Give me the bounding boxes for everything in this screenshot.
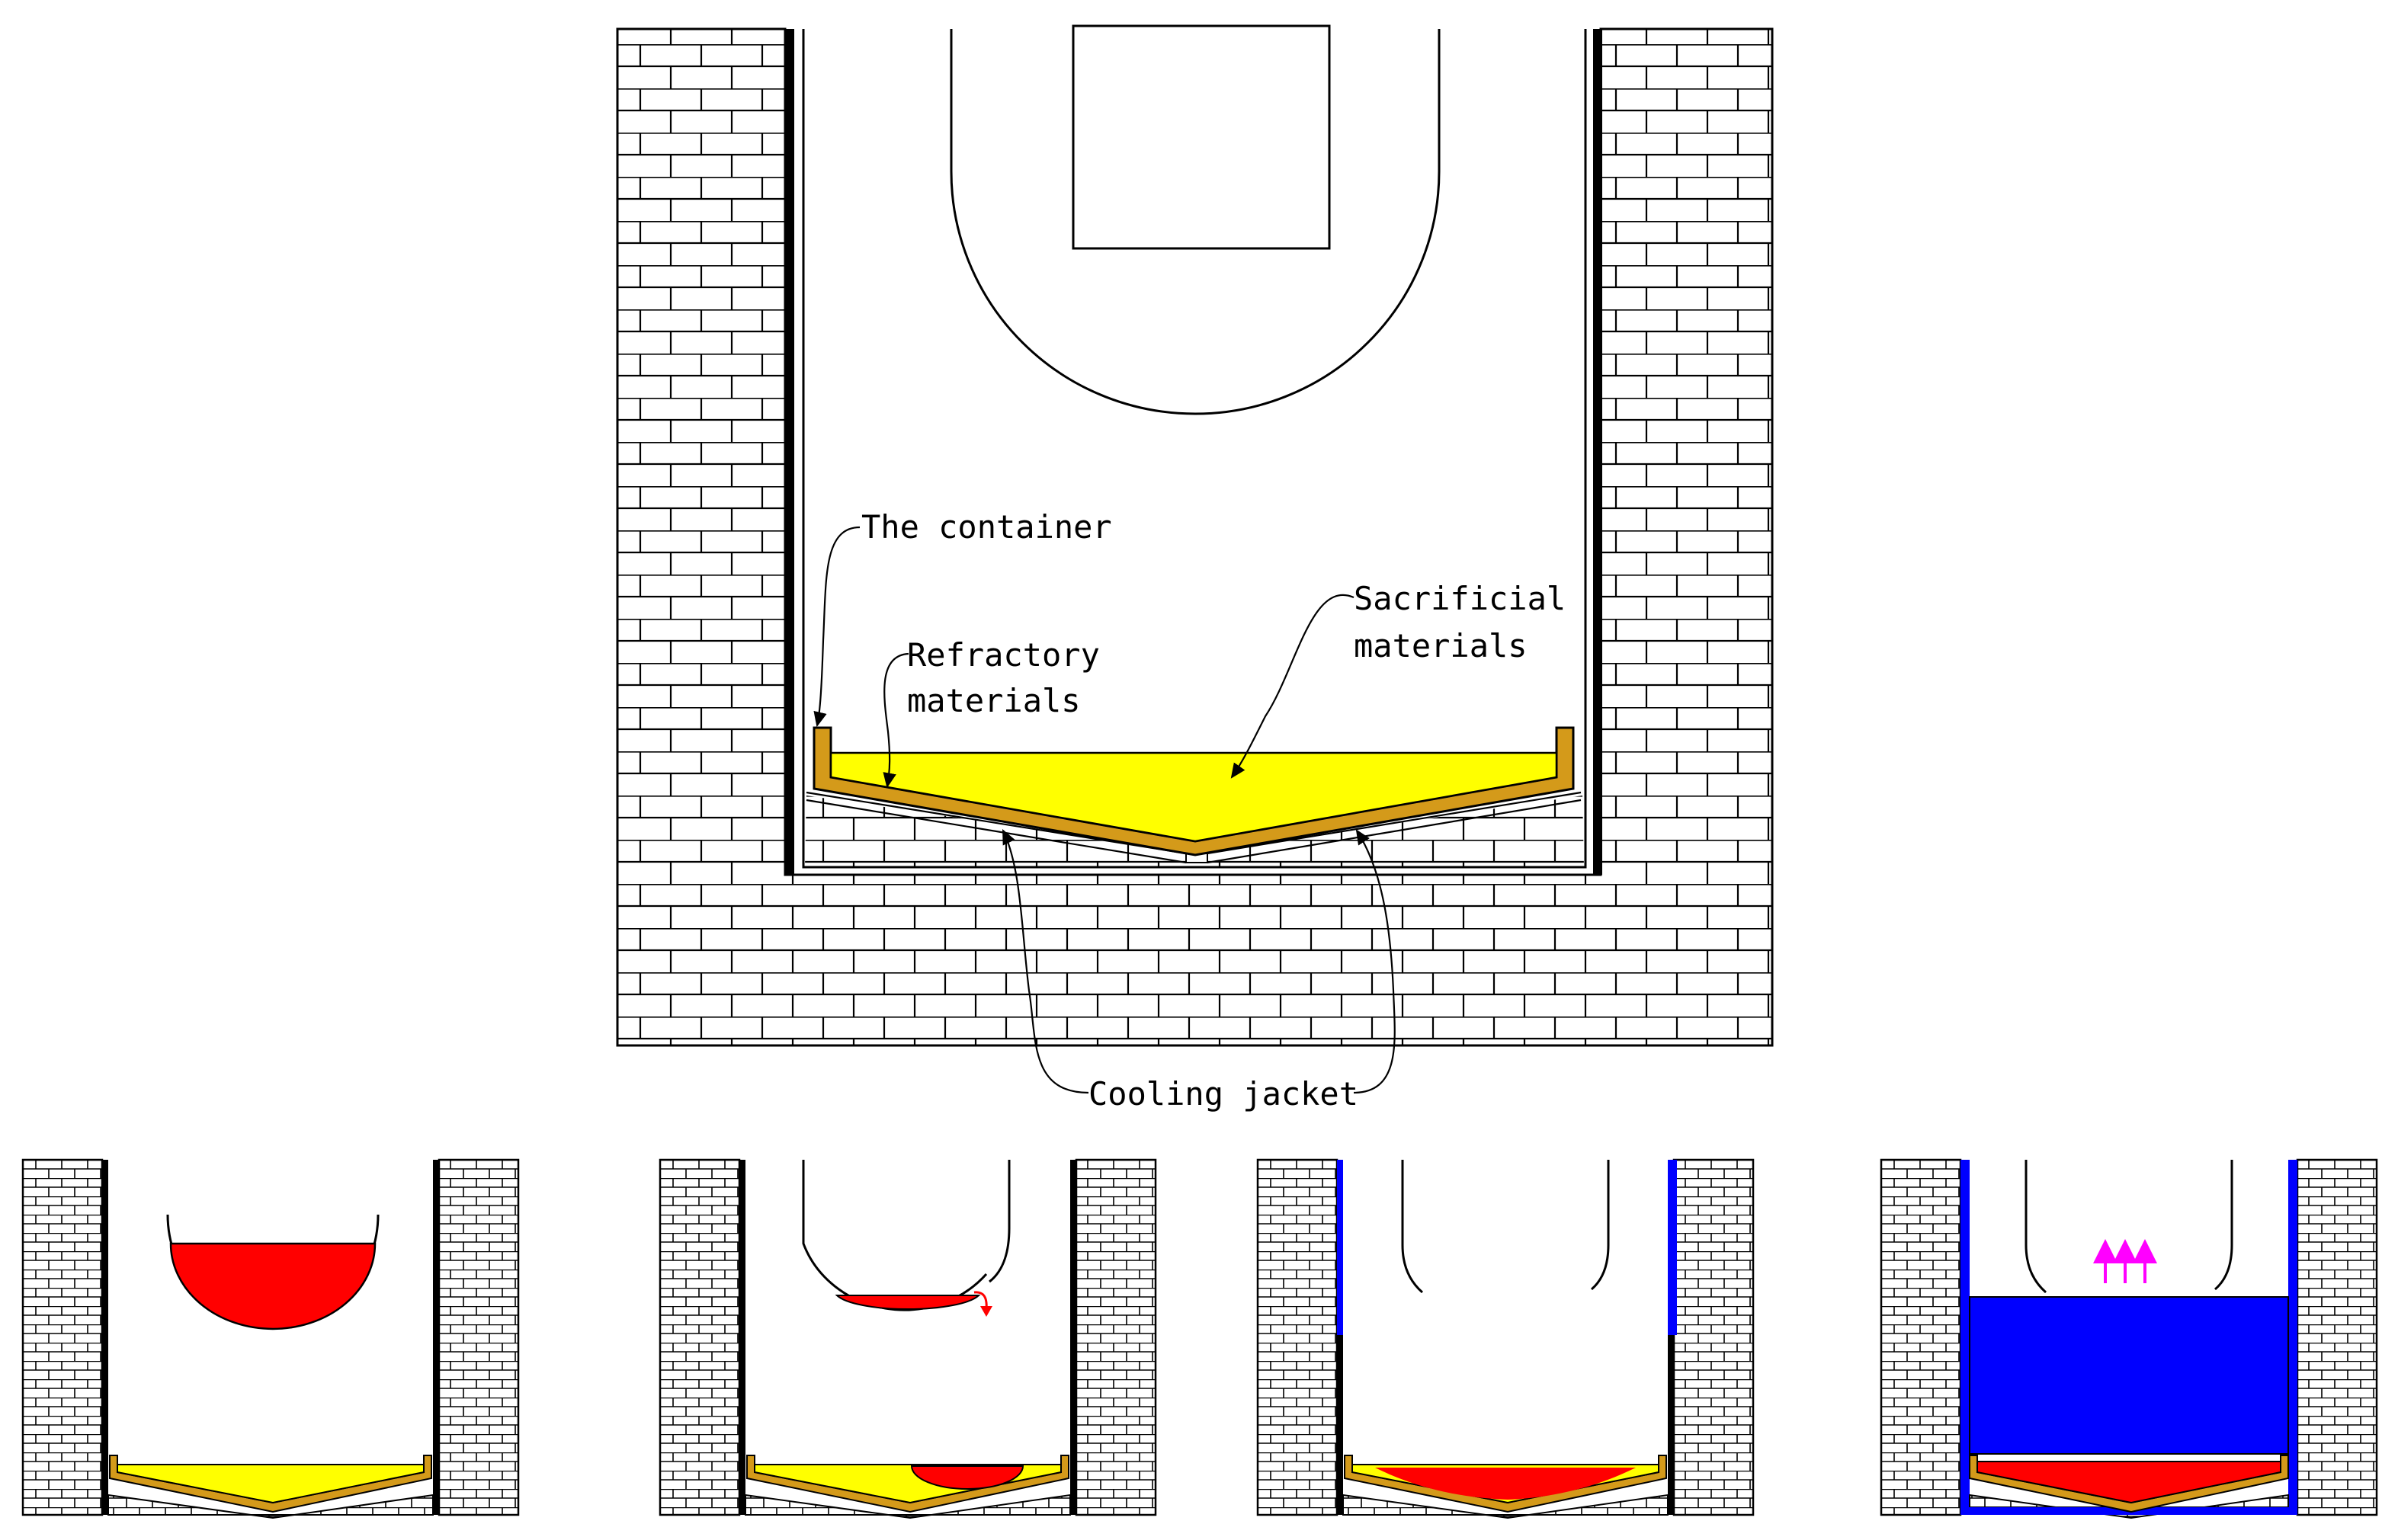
- label-sacrificial-line2: materials: [1354, 627, 1528, 664]
- liner-right: [1593, 29, 1602, 875]
- stage3-vessel-left: [1401, 1160, 1423, 1294]
- stage4-wall-right: [2296, 1158, 2378, 1516]
- stage-2-diagram: [659, 1158, 1157, 1519]
- sacrificial-materials: [829, 751, 1558, 843]
- stage1-wall-right: [438, 1158, 520, 1516]
- stage4-wall-left: [1880, 1158, 1962, 1516]
- leader-sacrificial: [1230, 594, 1355, 779]
- leader-cooling-right: [1353, 829, 1396, 1094]
- stage-1-diagram: [21, 1158, 520, 1519]
- leader-cooling-left: [1002, 829, 1089, 1094]
- stage-4-diagram: [1880, 1158, 2378, 1519]
- stage4-vessel-left: [2025, 1160, 2047, 1294]
- label-refractory-line1: Refractory: [907, 636, 1100, 674]
- label-sacrificial-line1: Sacrificial: [1354, 580, 1566, 617]
- label-cooling-jacket: Cooling jacket: [1088, 1075, 1358, 1113]
- stage3-melt: [1375, 1468, 1636, 1500]
- stage2-wall-left: [659, 1158, 741, 1516]
- stage1-wall-left: [21, 1158, 104, 1516]
- stage3-water-left: [1337, 1160, 1343, 1335]
- label-refractory-line2: materials: [907, 682, 1081, 719]
- reactor-vessel: [950, 29, 1441, 415]
- label-the-container: The container: [861, 508, 1112, 546]
- stage2-melt-pool: [910, 1465, 1024, 1490]
- main-diagram: The container Refractory materials Sacri…: [616, 24, 1774, 1113]
- stage4-water-channel-right: [2288, 1160, 2297, 1515]
- stage3-water-right: [1668, 1160, 1677, 1335]
- leader-refractory: [883, 652, 909, 789]
- stage4-water-channel-left: [1960, 1160, 1970, 1515]
- reactor-core: [1072, 24, 1331, 250]
- stage2-melt: [835, 1295, 981, 1311]
- leader-container: [813, 526, 861, 728]
- stage4-vessel-right: [2214, 1160, 2233, 1291]
- stage2-wall-right: [1075, 1158, 1157, 1516]
- stage4-melt: [1976, 1461, 2281, 1504]
- cavity-interior: [802, 29, 1585, 867]
- stage4-steam-arrows: [2093, 1239, 2157, 1283]
- stage1-melt: [169, 1242, 377, 1330]
- stage3-wall-left: [1256, 1158, 1338, 1516]
- stage3-wall-right: [1672, 1158, 1755, 1516]
- stage-3-diagram: [1256, 1158, 1755, 1519]
- stage2-vessel: [802, 1160, 1011, 1311]
- stage1-sacrificial: [117, 1464, 425, 1504]
- liner-left: [785, 29, 794, 875]
- stage3-vessel-right: [1591, 1160, 1610, 1291]
- stage4-water-pool: [1969, 1296, 2289, 1455]
